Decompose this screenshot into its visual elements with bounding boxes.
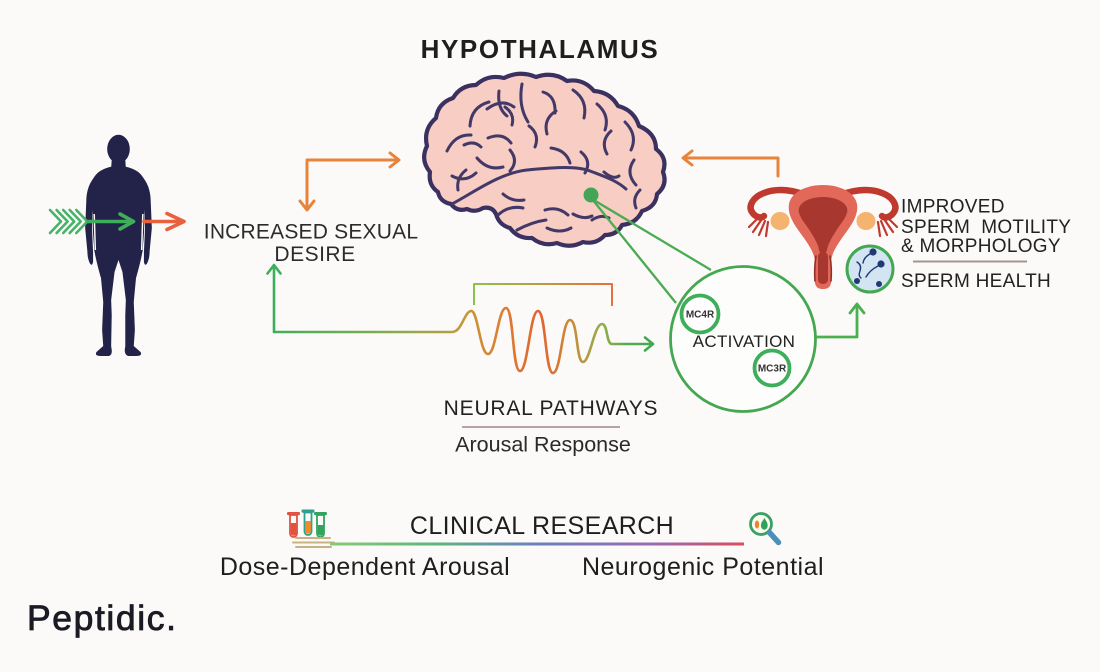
svg-text:MC3R: MC3R (758, 364, 787, 375)
svg-text:DESIRE: DESIRE (274, 243, 355, 266)
svg-text:Arousal Response: Arousal Response (455, 433, 631, 457)
svg-text:MC4R: MC4R (686, 310, 715, 321)
svg-text:ACTIVATION: ACTIVATION (693, 332, 796, 351)
svg-text:Peptidic.: Peptidic. (27, 598, 178, 638)
svg-text:Dose-Dependent Arousal: Dose-Dependent Arousal (220, 553, 510, 581)
svg-text:SPERM MOTILITY: SPERM MOTILITY (901, 217, 1071, 238)
svg-text:Neurogenic Potential: Neurogenic Potential (582, 553, 824, 581)
svg-text:SPERM HEALTH: SPERM HEALTH (901, 271, 1051, 292)
svg-text:& MORPHOLOGY: & MORPHOLOGY (901, 236, 1061, 257)
svg-text:NEURAL PATHWAYS: NEURAL PATHWAYS (444, 397, 659, 420)
svg-text:HYPOTHALAMUS: HYPOTHALAMUS (421, 34, 660, 64)
svg-text:INCREASED SEXUAL: INCREASED SEXUAL (204, 221, 418, 244)
svg-text:IMPROVED: IMPROVED (901, 197, 1005, 218)
svg-text:CLINICAL RESEARCH: CLINICAL RESEARCH (410, 512, 674, 540)
